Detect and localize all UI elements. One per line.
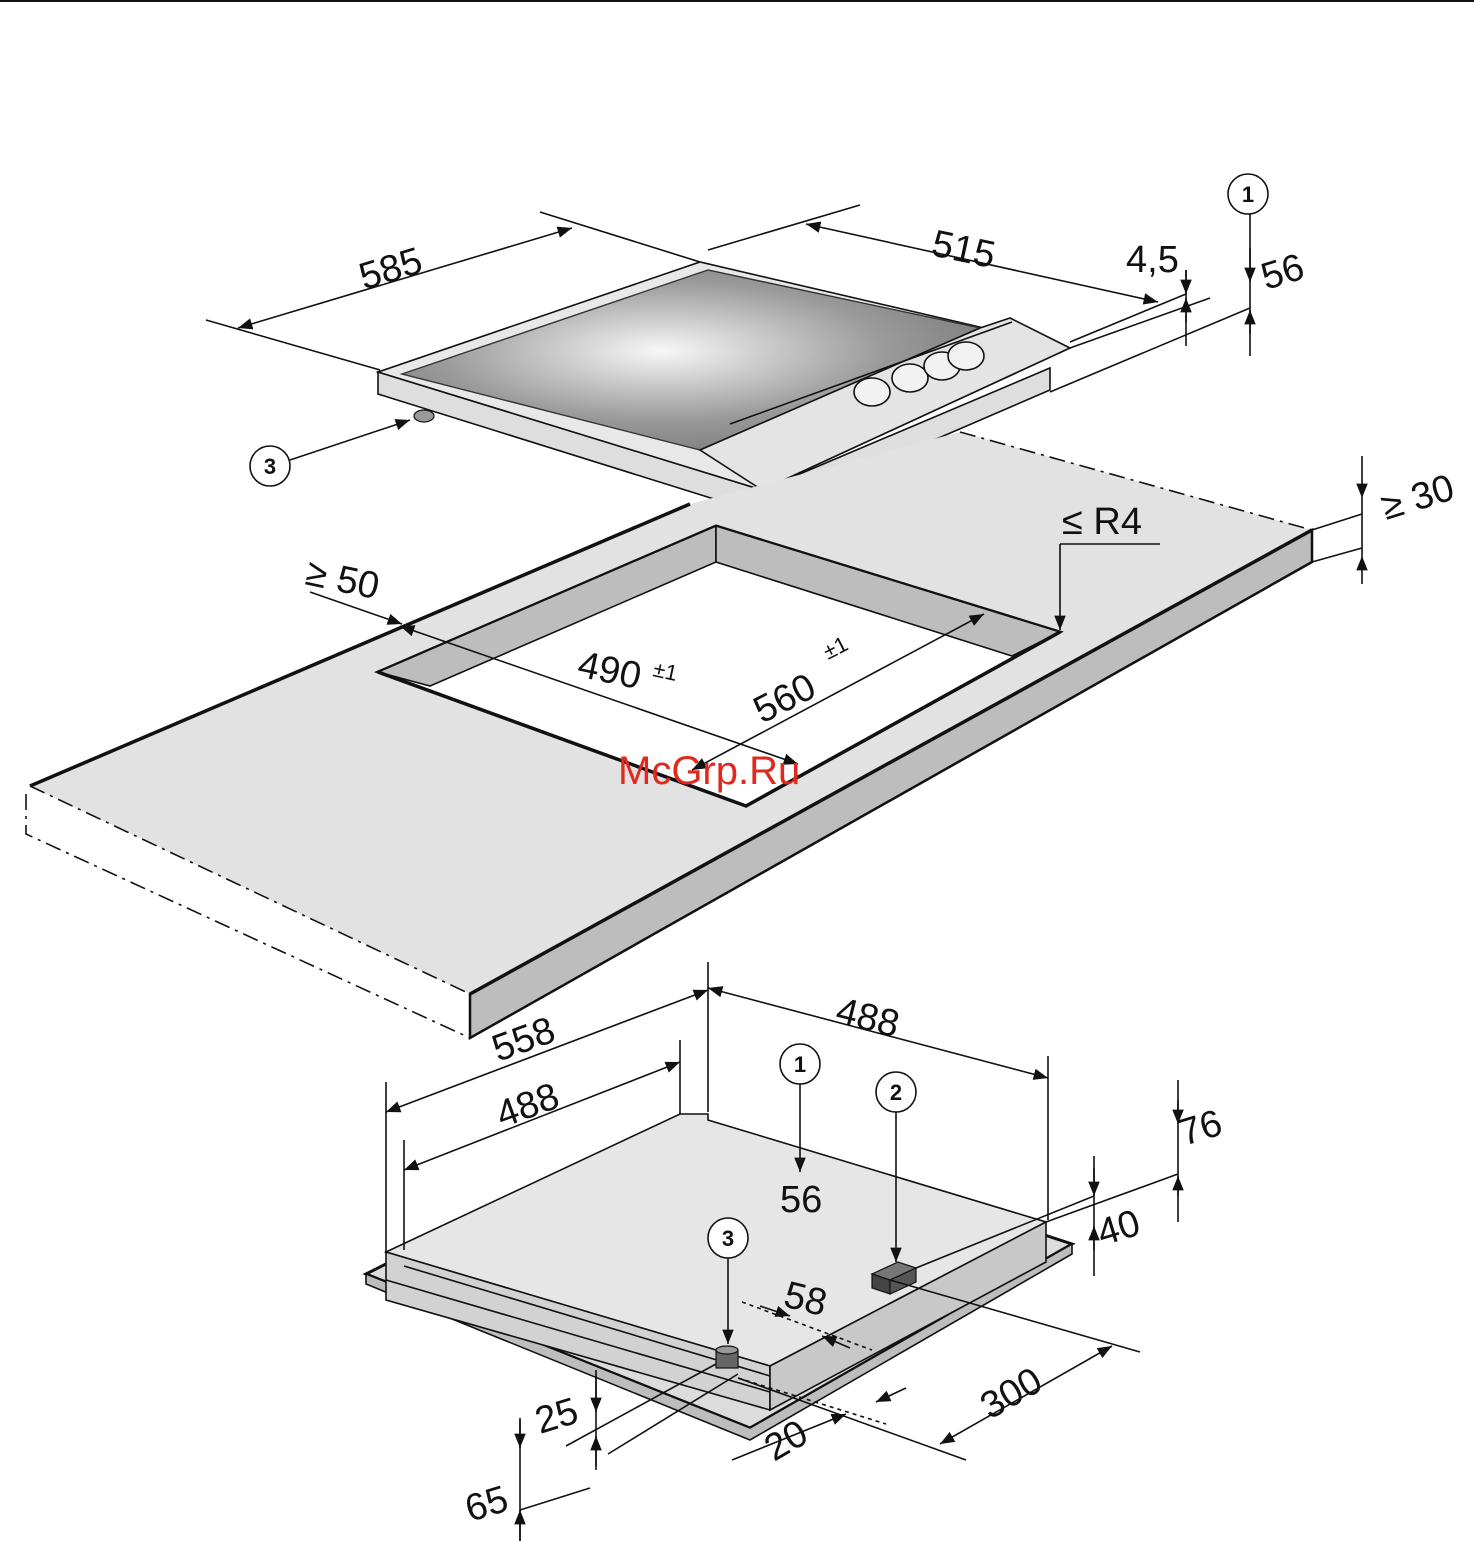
- foot-icon: [414, 410, 434, 422]
- svg-text:2: 2: [890, 1080, 902, 1105]
- dim-min-edge: ≥ 50: [302, 552, 402, 624]
- knob-icon: [948, 342, 984, 370]
- dim-frame-text: 4,5: [1126, 239, 1179, 281]
- dim-cutout-width-tol: ±1: [651, 656, 680, 686]
- dim-inner-width-text: 488: [491, 1075, 565, 1136]
- dim-40-text: 40: [1092, 1202, 1145, 1255]
- knob-icon: [854, 378, 890, 406]
- dim-76-text: 76: [1174, 1102, 1227, 1155]
- callout-1-bottom: 1 56: [780, 1044, 822, 1221]
- hob-bottom-view: [366, 1114, 1072, 1440]
- dim-width-text: 585: [354, 240, 427, 299]
- svg-text:1: 1: [794, 1052, 806, 1077]
- callout-1-top: 1: [1228, 174, 1268, 214]
- dim-worktop-min: ≥ 30: [1312, 456, 1459, 584]
- dim-worktop-min-text: ≥ 30: [1376, 467, 1459, 529]
- dim-depth-text: 515: [928, 223, 999, 277]
- knob-icon: [892, 364, 928, 392]
- svg-text:3: 3: [722, 1226, 734, 1251]
- dim-height-text-bottom: 56: [780, 1179, 822, 1221]
- dim-65-text: 65: [460, 1478, 513, 1531]
- dim-76: 76: [1046, 1080, 1227, 1222]
- svg-text:3: 3: [264, 454, 276, 479]
- dim-25-text: 25: [530, 1390, 583, 1443]
- callout-3-top: 3: [250, 420, 410, 486]
- dim-65: 65: [460, 1418, 590, 1541]
- svg-text:1: 1: [1242, 182, 1254, 207]
- foot-icon: [716, 1346, 738, 1368]
- dim-depth-text-bottom: 488: [832, 990, 904, 1046]
- dim-min-edge-text: ≥ 50: [302, 552, 383, 608]
- dim-radius-text: ≤ R4: [1062, 501, 1142, 543]
- dim-height-text: 56: [1256, 246, 1309, 299]
- dim-frame-height: 4,5 56: [1050, 214, 1309, 392]
- watermark: McGrp.Ru: [618, 749, 800, 793]
